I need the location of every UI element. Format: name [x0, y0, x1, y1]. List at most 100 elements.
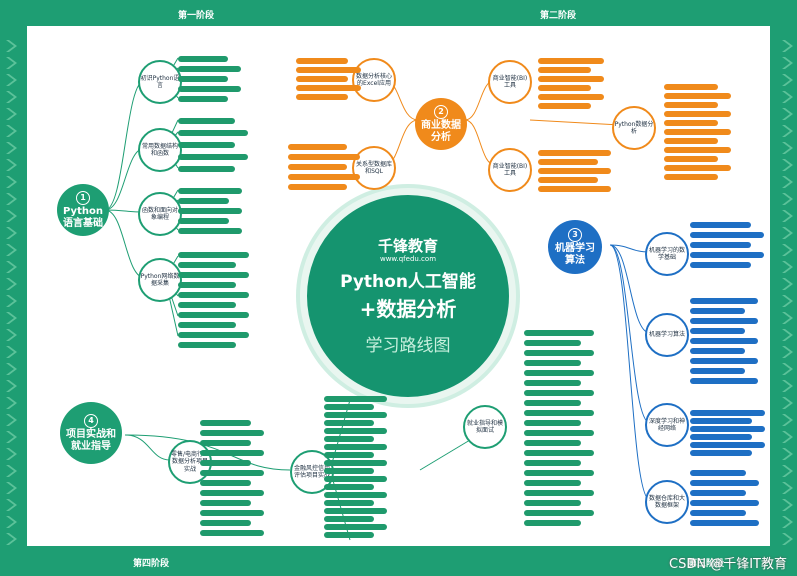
hub-label-1: Python语言基础 — [63, 206, 103, 229]
detail-item — [296, 67, 361, 73]
stage-label-1: 第一阶段 — [178, 11, 215, 21]
topic-deep-learning: 深度学习和神经网络 — [645, 403, 689, 447]
detail-item — [524, 350, 594, 356]
detail-item — [524, 360, 581, 366]
chevron-mark — [782, 159, 793, 171]
chevron-mark — [782, 125, 793, 137]
chevron-pattern-decoration — [6, 40, 793, 545]
detail-item — [538, 85, 591, 91]
detail-item — [538, 103, 591, 109]
detail-item — [524, 460, 581, 466]
chevron-mark — [6, 159, 17, 171]
detail-item — [664, 174, 718, 180]
chevron-mark — [6, 499, 17, 511]
detail-item — [690, 252, 764, 258]
detail-item — [178, 86, 241, 92]
detail-item — [690, 442, 765, 448]
detail-item — [178, 66, 241, 72]
hub-number-4: 4 — [84, 414, 98, 428]
detail-item — [690, 410, 765, 416]
detail-item — [524, 400, 581, 406]
detail-item — [324, 396, 387, 402]
detail-item — [690, 358, 758, 364]
detail-item — [178, 188, 242, 194]
topic-bi-tools-2: 商业智能(BI)工具 — [488, 148, 532, 192]
chevron-mark — [6, 193, 17, 205]
hub-business-analysis: 2 商业数据分析 — [415, 98, 467, 150]
detail-item — [288, 164, 347, 170]
detail-item — [690, 434, 752, 440]
detail-item — [690, 222, 751, 228]
chevron-mark — [782, 346, 793, 358]
detail-item — [664, 93, 731, 99]
detail-item — [200, 430, 264, 436]
chevron-mark — [6, 210, 17, 222]
detail-item — [324, 428, 387, 434]
detail-item — [178, 96, 228, 102]
detail-item — [524, 510, 594, 516]
chevron-mark — [6, 261, 17, 273]
detail-item — [288, 184, 347, 190]
chevron-mark — [782, 91, 793, 103]
detail-item — [524, 370, 594, 376]
detail-item — [690, 232, 764, 238]
chevron-mark — [782, 499, 793, 511]
detail-item — [664, 138, 718, 144]
title-line-3: 学习路线图 — [365, 336, 451, 356]
detail-item — [690, 418, 752, 424]
detail-item — [538, 186, 611, 192]
chevron-mark — [6, 40, 17, 52]
detail-item — [524, 490, 594, 496]
detail-item — [200, 530, 264, 536]
chevron-mark — [6, 244, 17, 256]
detail-item — [178, 332, 249, 338]
chevron-mark — [782, 295, 793, 307]
detail-item — [690, 480, 759, 486]
hub-machine-learning: 3 机器学习算法 — [548, 220, 602, 274]
detail-item — [200, 510, 264, 516]
detail-item — [178, 118, 235, 124]
detail-item — [690, 348, 745, 354]
detail-item — [178, 76, 228, 82]
chevron-mark — [6, 74, 17, 86]
chevron-mark — [6, 448, 17, 460]
detail-item — [538, 76, 604, 82]
detail-item — [664, 84, 718, 90]
chevron-mark — [6, 142, 17, 154]
hub-number-1: 1 — [76, 191, 90, 205]
detail-item — [200, 490, 264, 496]
detail-item — [178, 218, 229, 224]
stage-label-3: 第三阶段 — [688, 559, 725, 569]
detail-item — [288, 154, 360, 160]
chevron-mark — [782, 516, 793, 528]
detail-item — [200, 480, 251, 486]
detail-item — [324, 452, 374, 458]
detail-item — [664, 102, 718, 108]
watermark: CSDN @千锋IT教育 — [669, 557, 787, 572]
detail-item — [178, 272, 249, 278]
detail-item — [690, 262, 751, 268]
hub-label-4: 项目实战和就业指导 — [66, 429, 116, 452]
detail-item — [324, 484, 374, 490]
detail-item — [690, 378, 758, 384]
detail-item — [200, 470, 264, 476]
chevron-mark — [6, 91, 17, 103]
detail-item — [664, 111, 731, 117]
chevron-mark — [6, 227, 17, 239]
detail-item — [664, 120, 718, 126]
chevron-mark — [6, 380, 17, 392]
chevron-mark — [6, 482, 17, 494]
chevron-mark — [782, 448, 793, 460]
detail-item — [524, 390, 594, 396]
topic-career-guidance: 就业指导和模拟面试 — [463, 405, 507, 449]
detail-item — [324, 508, 387, 514]
topic-intro-python: 初识Python语言 — [138, 60, 182, 104]
detail-item — [178, 228, 242, 234]
detail-item — [524, 330, 594, 336]
detail-item — [200, 440, 251, 446]
topic-ml-algorithms: 机器学习算法 — [645, 313, 689, 357]
detail-item — [324, 444, 387, 450]
chevron-mark — [6, 431, 17, 443]
detail-item — [288, 174, 360, 180]
chevron-mark — [6, 397, 17, 409]
